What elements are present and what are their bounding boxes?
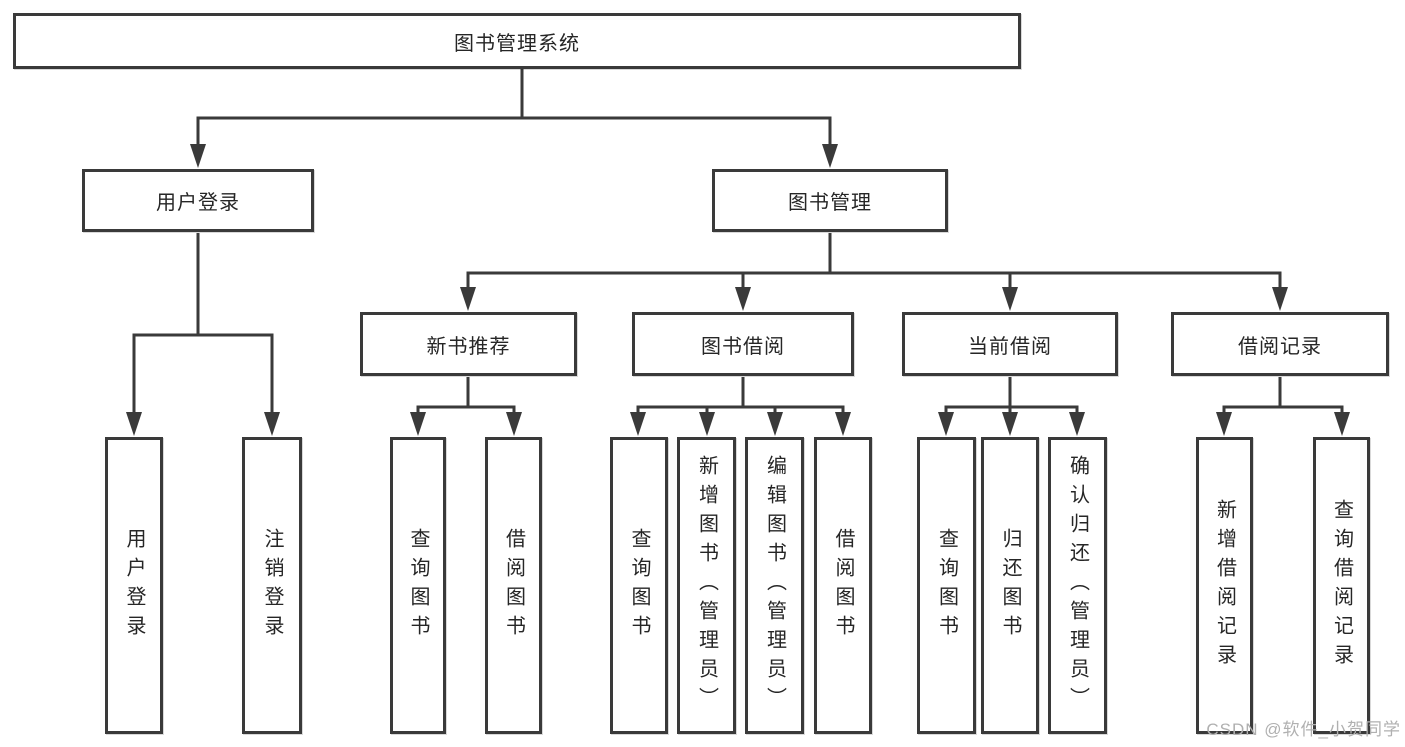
- node-current-borrowing: 当前借阅: [902, 312, 1118, 376]
- leaf-confirm-return-admin: 确认归还（管理员）: [1048, 437, 1107, 734]
- root-node-library-system: 图书管理系统: [13, 13, 1021, 69]
- leaf-edit-books-admin: 编辑图书（管理员）: [745, 437, 804, 734]
- leaf-current-query-books: 查询图书: [917, 437, 976, 734]
- node-borrowing-records: 借阅记录: [1171, 312, 1389, 376]
- leaf-logout: 注销登录: [242, 437, 302, 734]
- leaf-borrowing-borrow-books: 借阅图书: [814, 437, 872, 734]
- leaf-add-borrow-record: 新增借阅记录: [1196, 437, 1253, 734]
- leaf-borrowing-query-books: 查询图书: [610, 437, 668, 734]
- node-new-book-recommendation: 新书推荐: [360, 312, 577, 376]
- leaf-recommend-query-books: 查询图书: [390, 437, 446, 734]
- node-book-borrowing: 图书借阅: [632, 312, 854, 376]
- leaf-return-books: 归还图书: [981, 437, 1039, 734]
- csdn-watermark: CSDN @软件_小贺同学: [1206, 720, 1401, 739]
- leaf-user-login: 用户登录: [105, 437, 163, 734]
- leaf-add-books-admin: 新增图书（管理员）: [677, 437, 736, 734]
- node-user-login: 用户登录: [82, 169, 314, 232]
- leaf-recommend-borrow-books: 借阅图书: [485, 437, 542, 734]
- leaf-query-borrow-record: 查询借阅记录: [1313, 437, 1370, 734]
- node-book-management: 图书管理: [712, 169, 948, 232]
